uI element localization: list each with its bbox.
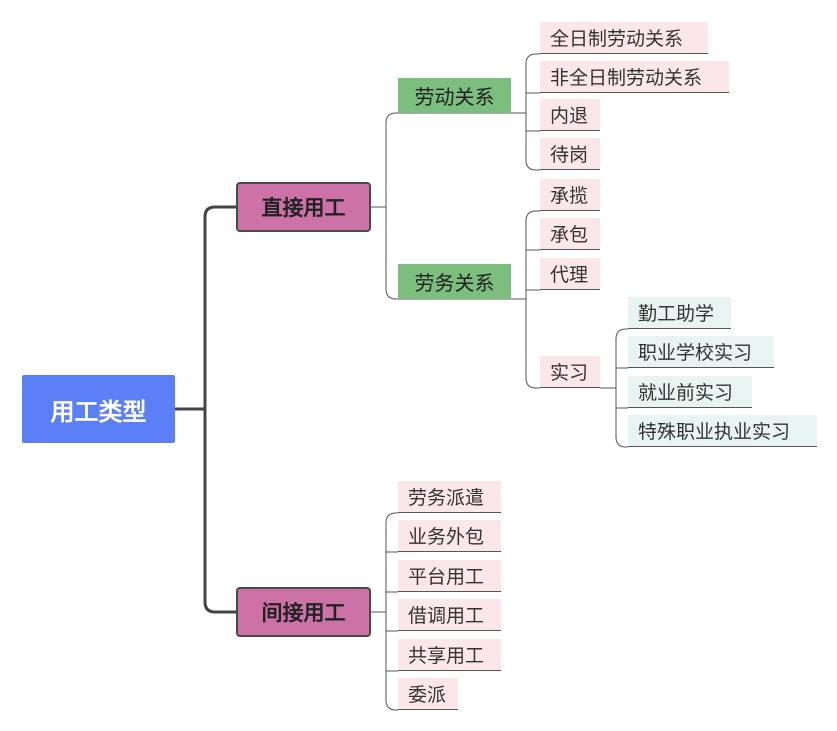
topic-direct-employment[interactable]: 直接用工 [236, 182, 371, 232]
connector-indirect-trunk [385, 512, 397, 711]
leaf-label: 代理 [550, 264, 589, 286]
leaf-assignment[interactable]: 委派 [398, 678, 458, 710]
leaf-shared-employment[interactable]: 共享用工 [398, 639, 501, 671]
leaf-label: 承揽 [550, 185, 589, 207]
leaf-label: 职业学校实习 [638, 342, 753, 364]
leaf-label: 业务外包 [408, 526, 485, 548]
leaf-undertaking[interactable]: 承揽 [540, 179, 600, 211]
topic-indirect-employment[interactable]: 间接用工 [236, 587, 371, 637]
topic-labor-relation-label: 劳动关系 [414, 85, 495, 109]
leaf-agency[interactable]: 代理 [540, 258, 600, 290]
topic-service-relation[interactable]: 劳务关系 [398, 264, 511, 299]
leaf-label: 承包 [550, 224, 589, 246]
leaf-pre-employment-internship[interactable]: 就业前实习 [628, 376, 752, 408]
leaf-label: 非全日制劳动关系 [550, 67, 703, 89]
leaf-label: 劳务派遣 [408, 487, 485, 509]
leaf-secondment[interactable]: 借调用工 [398, 599, 501, 631]
root-topic[interactable]: 用工类型 [22, 375, 175, 443]
connector-internship-trunk [615, 328, 627, 448]
leaf-awaiting-post[interactable]: 待岗 [540, 138, 600, 170]
leaf-special-profession-internship[interactable]: 特殊职业执业实习 [628, 415, 817, 447]
leaf-platform-employment[interactable]: 平台用工 [398, 560, 501, 592]
topic-labor-relation[interactable]: 劳动关系 [398, 78, 511, 113]
leaf-label: 共享用工 [408, 645, 485, 667]
topic-indirect-employment-label: 间接用工 [261, 601, 346, 625]
leaf-label: 勤工助学 [638, 303, 715, 325]
topic-direct-employment-label: 直接用工 [261, 196, 346, 220]
leaf-label: 就业前实习 [638, 382, 734, 404]
leaf-part-time-labor[interactable]: 非全日制劳动关系 [540, 61, 729, 93]
leaf-contracting[interactable]: 承包 [540, 218, 600, 250]
leaf-internal-retirement[interactable]: 内退 [540, 99, 600, 131]
leaf-label: 全日制劳动关系 [550, 28, 684, 50]
leaf-label: 特殊职业执业实习 [638, 421, 791, 443]
leaf-vocational-school-internship[interactable]: 职业学校实习 [628, 336, 774, 368]
leaf-label: 内退 [550, 105, 589, 127]
connector-root-trunk [203, 205, 216, 614]
root-topic-label: 用工类型 [50, 397, 147, 426]
topic-service-relation-label: 劳务关系 [414, 271, 495, 295]
leaf-full-time-labor[interactable]: 全日制劳动关系 [540, 22, 708, 54]
leaf-label: 委派 [408, 684, 447, 706]
connector-service-trunk [525, 210, 537, 389]
connector-direct-trunk [385, 112, 397, 300]
leaf-label: 待岗 [550, 144, 589, 166]
leaf-internship[interactable]: 实习 [540, 356, 600, 388]
leaf-label: 平台用工 [408, 566, 485, 588]
leaf-work-study[interactable]: 勤工助学 [628, 297, 731, 329]
leaf-label: 实习 [550, 362, 589, 384]
leaf-business-outsourcing[interactable]: 业务外包 [398, 520, 501, 552]
leaf-label: 借调用工 [408, 605, 485, 627]
leaf-labor-dispatch[interactable]: 劳务派遣 [398, 481, 501, 513]
connector-labor-trunk [525, 53, 537, 171]
